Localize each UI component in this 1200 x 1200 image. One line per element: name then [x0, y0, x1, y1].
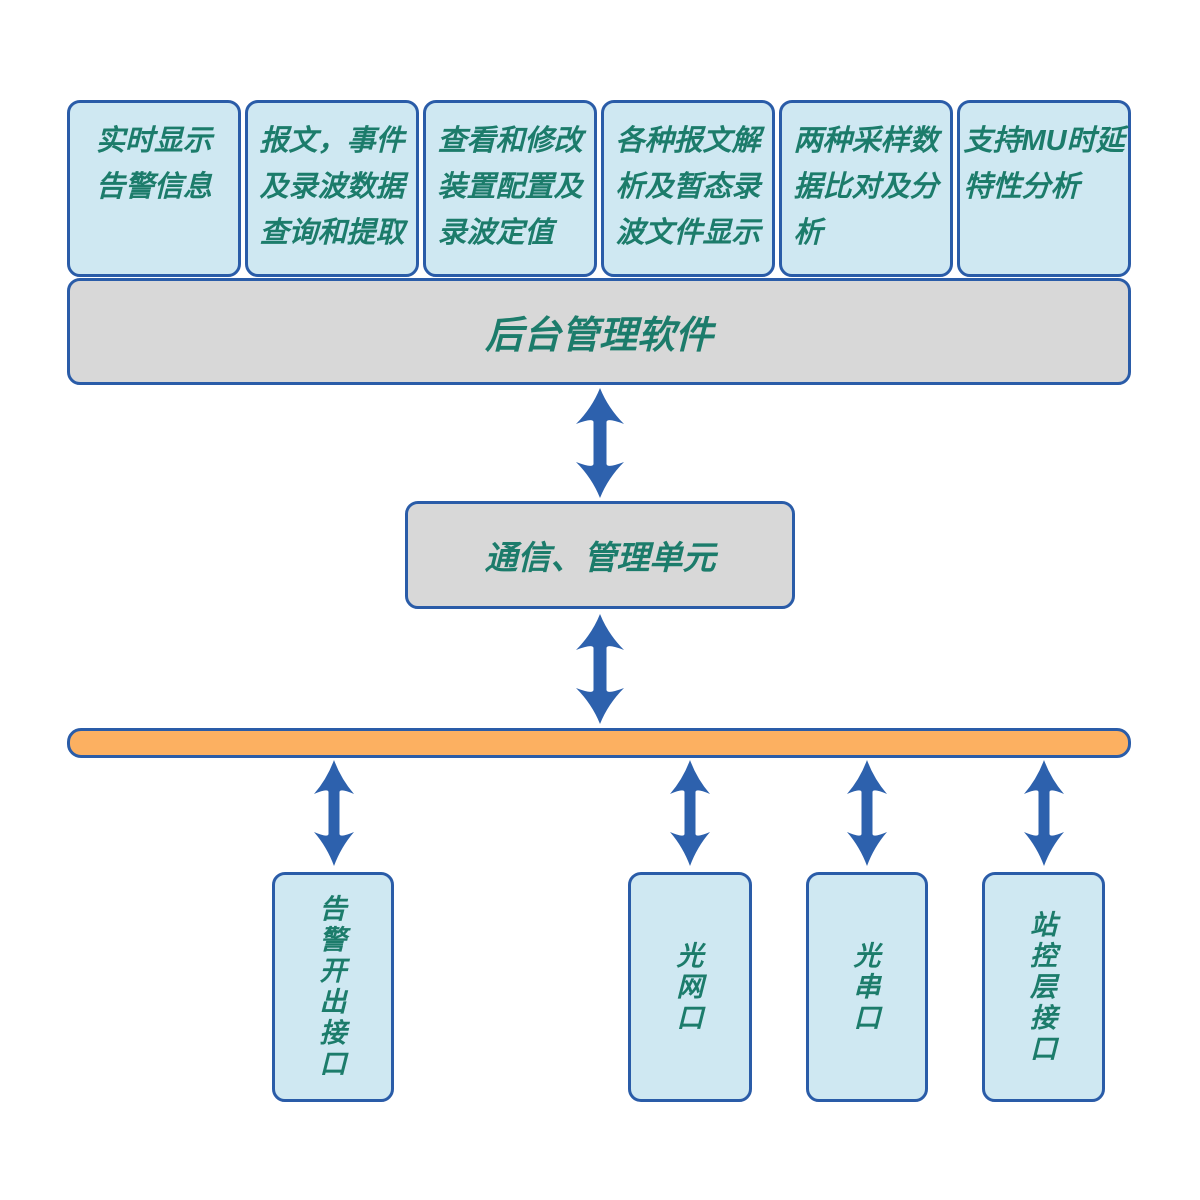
process-bus-bar — [67, 728, 1131, 758]
backend-software-box: 后台管理软件 — [67, 278, 1131, 385]
double-arrow-icon — [1024, 760, 1064, 866]
optical-serial-port-box: 光串口 — [806, 872, 928, 1102]
connector-bus-alarm-output — [313, 760, 355, 866]
feature-box-label: 实时显示 告警信息 — [95, 125, 212, 203]
feature-box-sample-compare-analysis: 两种采样数 据比对及分 析 — [779, 100, 953, 277]
feature-box-message-parse-transient-display: 各种报文解 析及暂态录 波文件显示 — [601, 100, 775, 277]
feature-box-mu-delay-analysis: 支持MU时延 特性分析 — [957, 100, 1131, 277]
optical-serial-port-label: 光串口 — [853, 940, 881, 1033]
connector-comm-bus — [575, 614, 625, 724]
backend-software-label: 后台管理软件 — [484, 315, 713, 357]
connector-bus-optical-ethernet — [669, 760, 711, 866]
double-arrow-icon — [670, 760, 710, 866]
feature-box-label: 两种采样数 据比对及分 析 — [793, 125, 939, 249]
feature-box-label: 支持MU时延 特性分析 — [963, 125, 1125, 203]
connector-bus-station-control — [1023, 760, 1065, 866]
feature-box-realtime-alarm-display: 实时显示 告警信息 — [67, 100, 241, 277]
double-arrow-icon — [576, 614, 624, 724]
comm-management-unit-label: 通信、管理单元 — [484, 539, 716, 576]
feature-box-label: 各种报文解 析及暂态录 波文件显示 — [615, 125, 761, 249]
connector-backend-comm — [575, 388, 625, 498]
double-arrow-icon — [314, 760, 354, 866]
station-control-layer-port-label: 站控层接口 — [1030, 909, 1057, 1064]
feature-box-label: 报文，事件 及录波数据 查询和提取 — [259, 125, 405, 249]
optical-ethernet-port-box: 光网口 — [628, 872, 752, 1102]
connector-bus-optical-serial — [846, 760, 888, 866]
alarm-output-port-label: 告警开出接口 — [319, 894, 347, 1079]
feature-box-device-config-record-settings: 查看和修改 装置配置及 录波定值 — [423, 100, 597, 277]
alarm-output-port-box: 告警开出接口 — [272, 872, 394, 1102]
feature-box-message-event-record-query: 报文，事件 及录波数据 查询和提取 — [245, 100, 419, 277]
double-arrow-icon — [847, 760, 887, 866]
feature-row: 实时显示 告警信息 报文，事件 及录波数据 查询和提取 查看和修改 装置配置及 … — [67, 100, 1131, 277]
feature-box-label: 查看和修改 装置配置及 录波定值 — [437, 125, 583, 249]
double-arrow-icon — [576, 388, 624, 498]
comm-management-unit-box: 通信、管理单元 — [405, 501, 795, 609]
optical-ethernet-port-label: 光网口 — [676, 940, 704, 1033]
station-control-layer-port-box: 站控层接口 — [982, 872, 1105, 1102]
